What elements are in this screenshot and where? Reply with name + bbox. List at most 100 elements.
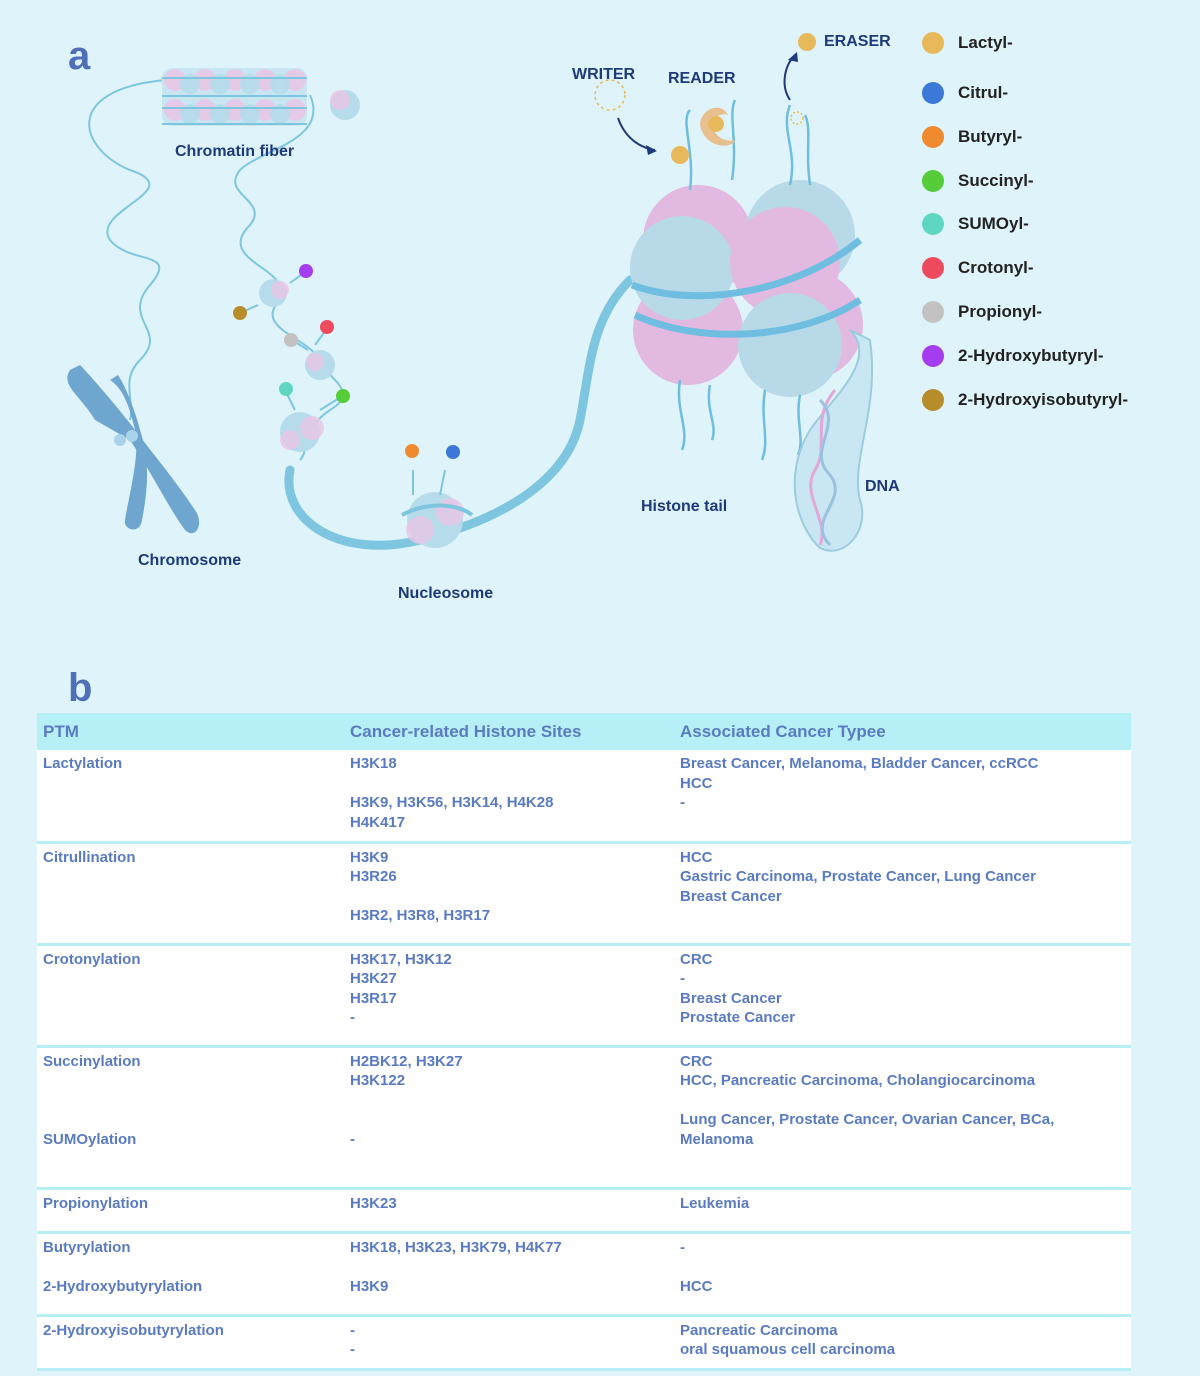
cell-text-line: - [350, 1341, 355, 1358]
legend-label: 2-Hydroxybutyryl- [958, 346, 1104, 365]
header-histone-sites: Cancer-related Histone Sites [344, 713, 674, 750]
cell-text-line: Melanoma [680, 1130, 754, 1148]
cell-cancer-type: - HCC [674, 1232, 1131, 1317]
cell-text-line: H3K9 [350, 1277, 389, 1295]
cell-text-line: CRC [680, 950, 713, 968]
cell-histone-sites: -- [344, 1315, 674, 1371]
legend-dot-2-hydroxybutyryl [922, 345, 944, 367]
legend-item-2-hydroxyisobutyryl: 2-Hydroxyisobutyryl- [922, 387, 1128, 413]
cell-text-line: H3K9, H3K56, H3K14, H4K28 [350, 794, 554, 811]
table-header-row: PTM Cancer-related Histone Sites Associa… [37, 713, 1131, 750]
cell-text-line [43, 906, 338, 926]
cell-text-line [350, 774, 668, 794]
legend-label: 2-Hydroxyisobutyryl- [958, 390, 1129, 409]
cell-text-line: Lung Cancer, Prostate Cancer, Ovarian Ca… [680, 1111, 1055, 1128]
legend-item-crotonyl: Crotonyl- [922, 255, 1034, 281]
cell-text-line: Breast Cancer [680, 989, 782, 1007]
cell-text-line: H3R17 [350, 989, 397, 1007]
cell-text-line [680, 1091, 1125, 1111]
cell-text-line: CRC [680, 1052, 713, 1070]
panel-b-letter: b [68, 666, 93, 710]
cell-text-line [350, 887, 668, 907]
label-histone-tail: Histone tail [641, 498, 728, 515]
cell-text-line: H2BK12, H3K27 [350, 1052, 463, 1070]
small-nucleosomes [241, 271, 474, 548]
label-eraser: ERASER [824, 33, 891, 50]
cell-text-line: - [680, 1238, 685, 1256]
cell-text-line: H3K27 [350, 970, 397, 987]
cell-text-line [680, 813, 1125, 833]
legend-dot-2-hydroxyisobutyryl [922, 389, 944, 411]
panel-b-table-section: b PTM Cancer-related Histone Sites Assoc… [0, 660, 1200, 1376]
cell-text-line [43, 1340, 338, 1360]
chromosome-shape [67, 365, 200, 534]
cell-text-line [43, 793, 338, 813]
legend-dot-propionyl [922, 301, 944, 323]
cell-text-line: Lactylation [43, 755, 123, 772]
panel-a-diagram: a [0, 0, 1200, 640]
legend-label: SUMOyl- [958, 214, 1029, 233]
large-nucleosome [630, 99, 863, 461]
legend-item-lactyl: Lactyl- [922, 30, 1013, 56]
cell-text-line: Prostate Cancer [680, 1009, 796, 1026]
cell-text-line [350, 1091, 668, 1111]
cell-ptm: Propionylation [37, 1188, 344, 1234]
cell-text-line: HCC [680, 848, 713, 866]
cell-ptm: 2-Hydroxyisobutyrylation [37, 1315, 344, 1371]
legend-label: Lactyl- [958, 33, 1013, 52]
cell-text-line: HCC [680, 1277, 713, 1295]
cell-text-line [350, 1149, 668, 1169]
cell-text-line: 2-Hydroxybutyrylation [43, 1277, 203, 1295]
cell-text-line: Propionylation [43, 1194, 148, 1212]
cell-text-line: H3K17, H3K12 [350, 950, 452, 968]
header-cancer-type: Associated Cancer Typee [674, 713, 1131, 750]
table-row: 2-Hydroxyisobutyrylation--Pancreatic Car… [37, 1315, 1131, 1371]
cell-text-line: H3R26 [350, 868, 397, 885]
label-dna: DNA [865, 478, 900, 495]
chromatin-thread [88, 79, 166, 421]
cell-histone-sites: H3K23 [344, 1188, 674, 1234]
cell-text-line [43, 969, 338, 989]
cell-text-line: Leukemia [680, 1194, 750, 1212]
cell-text-line: - [680, 970, 685, 987]
panel-a-letter: a [68, 34, 91, 78]
cell-text-line: H3K122 [350, 1072, 406, 1089]
legend-item-2-hydroxybutyryl: 2-Hydroxybutyryl- [922, 343, 1103, 369]
cell-text-line: Butyrylation [43, 1238, 131, 1256]
chromatin-illustration [67, 33, 874, 552]
cell-text-line: HCC, Pancreatic Carcinoma, Cholangiocarc… [680, 1072, 1036, 1089]
label-nucleosome: Nucleosome [398, 585, 494, 602]
cell-text-line [350, 1110, 668, 1130]
cell-text-line [680, 1257, 1125, 1277]
ptm-cancer-table: PTM Cancer-related Histone Sites Associa… [37, 713, 1131, 1371]
label-writer: WRITER [572, 66, 636, 83]
cell-text-line: H4K417 [350, 813, 406, 831]
legend-item-succinyl: Succinyl- [922, 168, 1034, 194]
cell-text-line: - [350, 1321, 355, 1339]
cell-text-line: Succinylation [43, 1052, 141, 1070]
legend-dot-lactyl [922, 32, 944, 54]
legend-dot-butyryl [922, 126, 944, 148]
legend-dot-sumoyl [922, 213, 944, 235]
cell-ptm: Citrullination [37, 842, 344, 946]
cell-text-line [43, 1071, 338, 1091]
cell-text-line: Pancreatic Carcinoma [680, 1321, 838, 1339]
legend-label: Crotonyl- [958, 258, 1034, 277]
legend-item-propionyl: Propionyl- [922, 299, 1042, 325]
cell-text-line: Breast Cancer [680, 887, 782, 905]
label-chromatin-fiber: Chromatin fiber [175, 143, 295, 160]
dna-helix [793, 329, 874, 552]
cell-ptm: Lactylation [37, 750, 344, 844]
legend-dot-citrul [922, 82, 944, 104]
